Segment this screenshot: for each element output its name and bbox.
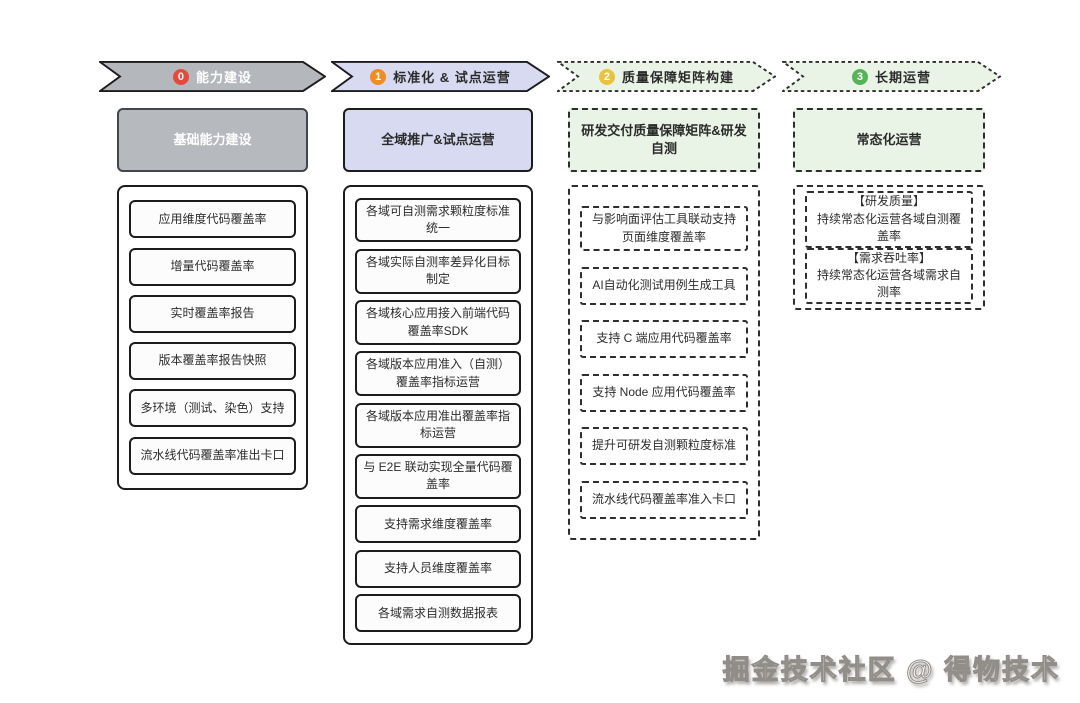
task-item: 【研发质量】 持续常态化运营各域自测覆盖率: [805, 191, 973, 248]
chevron-banner-icon: [782, 61, 1001, 92]
task-item: 流水线代码覆盖率准入卡口: [580, 480, 748, 519]
chevron-banner-icon: [331, 61, 550, 92]
task-item: 各域核心应用接入前端代码覆盖率SDK: [355, 300, 521, 345]
task-item: 提升可研发自测颗粒度标准: [580, 427, 748, 466]
task-item: 版本覆盖率报告快照: [129, 342, 296, 381]
task-item: 与影响面评估工具联动支持页面维度覆盖率: [580, 206, 748, 252]
phase-label: 标准化 & 试点运营: [393, 70, 511, 85]
task-item: 流水线代码覆盖率准出卡口: [129, 436, 296, 475]
phase-arrow-0: 0 能力建设: [99, 61, 326, 92]
phase-label: 能力建设: [195, 70, 252, 85]
task-item: 与 E2E 联动实现全量代码覆盖率: [355, 454, 521, 499]
phase-number-badge: 2: [598, 68, 615, 85]
stage-header-quality-matrix: 研发交付质量保障矩阵&研发自测: [568, 108, 760, 172]
task-item: 各域版本应用准出覆盖率指标运营: [355, 402, 521, 448]
task-item: 各域版本应用准入（自测）覆盖率指标运营: [355, 351, 521, 397]
phase-column-1: 各域可自测需求颗粒度标准统一 各域实际自测率差异化目标制定 各域核心应用接入前端…: [343, 185, 533, 645]
task-item: 增量代码覆盖率: [129, 247, 296, 286]
phase-number-badge: 3: [851, 68, 868, 85]
phase-column-0: 应用维度代码覆盖率 增量代码覆盖率 实时覆盖率报告 版本覆盖率报告快照 多环境（…: [117, 185, 308, 490]
task-item: 应用维度代码覆盖率: [129, 200, 296, 239]
phase-number-badge: 0: [172, 68, 189, 85]
stage-header-rollout: 全域推广&试点运营: [343, 108, 533, 172]
task-item: 各域可自测需求颗粒度标准统一: [355, 197, 521, 243]
task-item: 各域需求自测数据报表: [355, 594, 521, 633]
phase-column-3: 【研发质量】 持续常态化运营各域自测覆盖率 【需求吞吐率】 持续常态化运营各域需…: [793, 185, 985, 310]
task-item: 实时覆盖率报告: [129, 294, 296, 333]
task-item: 支持 C 端应用代码覆盖率: [580, 320, 748, 359]
phase-number-badge: 1: [370, 68, 387, 85]
chevron-banner-icon: [557, 61, 776, 92]
task-item: 各域实际自测率差异化目标制定: [355, 248, 521, 294]
phase-arrow-3: 3 长期运营: [782, 61, 1001, 92]
stage-header-capability: 基础能力建设: [117, 108, 308, 172]
task-item: 支持需求维度覆盖率: [355, 505, 521, 544]
phase-column-2: 与影响面评估工具联动支持页面维度覆盖率 AI自动化测试用例生成工具 支持 C 端…: [568, 185, 760, 540]
task-item: 支持 Node 应用代码覆盖率: [580, 373, 748, 412]
stage-header-ongoing-ops: 常态化运营: [793, 108, 985, 172]
phase-label: 长期运营: [874, 70, 931, 85]
task-item: 【需求吞吐率】 持续常态化运营各域需求自测率: [805, 247, 973, 304]
phase-arrow-2: 2 质量保障矩阵构建: [557, 61, 776, 92]
watermark: 掘金技术社区 @ 得物技术: [722, 655, 1060, 686]
task-item: 多环境（测试、染色）支持: [129, 389, 296, 428]
phase-arrow-1: 1 标准化 & 试点运营: [331, 61, 550, 92]
chevron-banner-icon: [99, 61, 326, 92]
task-item: AI自动化测试用例生成工具: [580, 266, 748, 305]
task-item: 支持人员维度覆盖率: [355, 549, 521, 588]
phase-label: 质量保障矩阵构建: [621, 70, 734, 85]
